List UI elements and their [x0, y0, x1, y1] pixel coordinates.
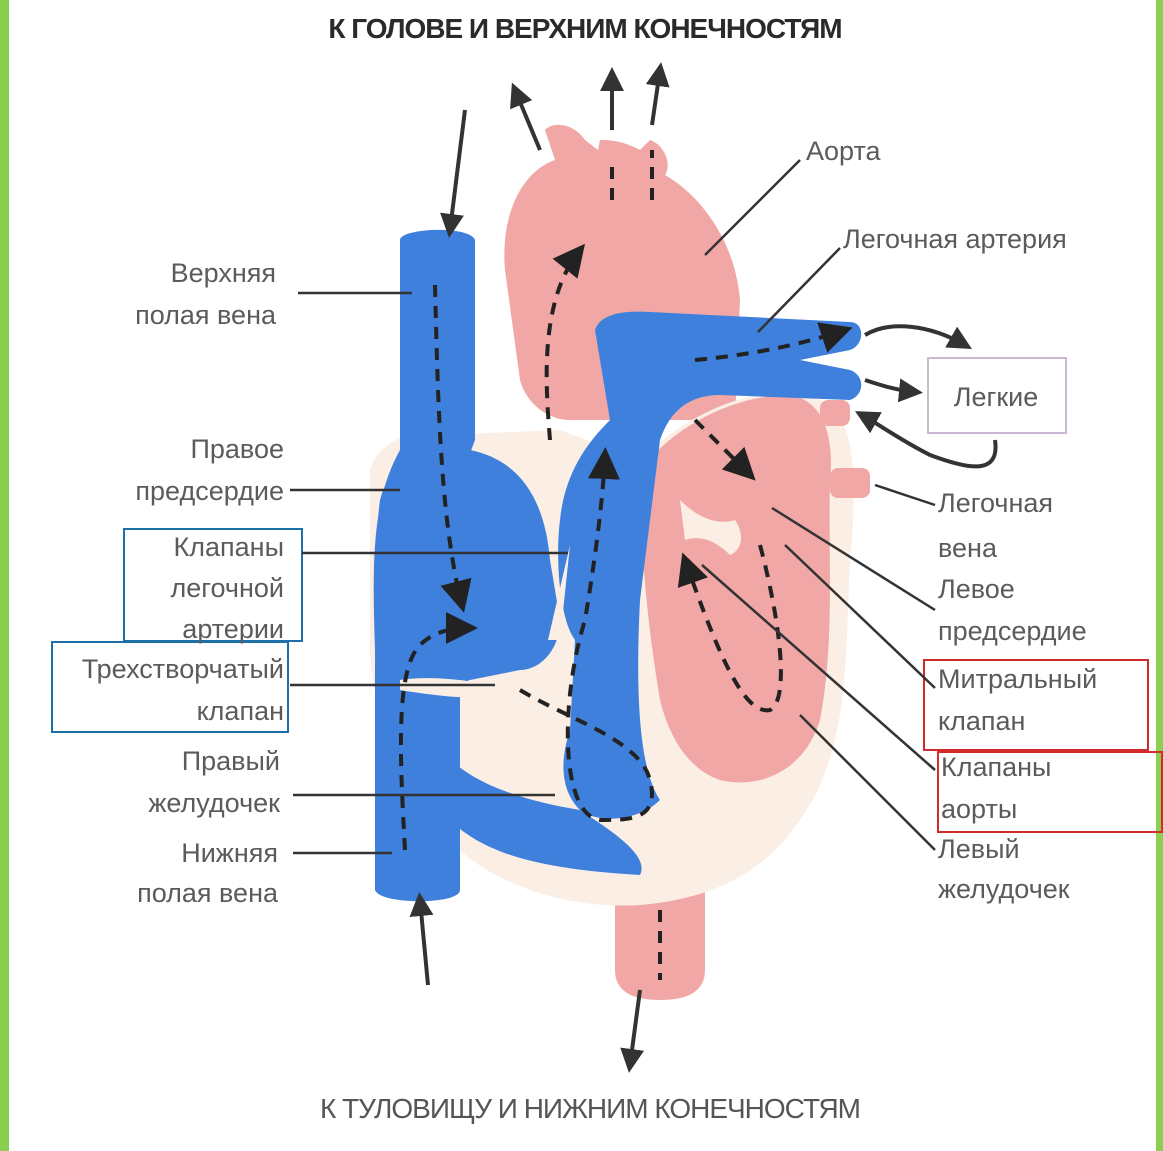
label-right-ventricle-2: желудочек — [148, 788, 280, 818]
label-right-atrium-1: Правое — [190, 434, 284, 464]
label-mitral-1: Митральный — [938, 664, 1097, 694]
label-mitral-2: клапан — [938, 706, 1025, 736]
leader-aorta — [705, 160, 800, 255]
label-aortic-valves-2: аорты — [941, 794, 1017, 824]
label-left-ventricle-2: желудочек — [938, 874, 1070, 904]
label-pulmonary-artery: Легочная артерия — [843, 224, 1067, 254]
label-aorta: Аорта — [806, 136, 882, 166]
label-pulmonary-vein-1: Легочная — [938, 488, 1053, 518]
label-left-atrium-2: предсердие — [938, 616, 1087, 646]
arrow-into-svc — [450, 110, 465, 230]
arrow-out-desc-aorta — [630, 990, 640, 1065]
pulmonary-vein-stub-upper — [820, 400, 850, 426]
label-right-ventricle-1: Правый — [182, 746, 280, 776]
leader-pulmonary-artery — [758, 248, 840, 332]
label-ivc-2: полая вена — [137, 878, 279, 908]
label-left-atrium-1: Левое — [938, 574, 1015, 604]
label-svc-2: полая вена — [135, 300, 277, 330]
label-tricuspid-1: Трехстворчатый — [82, 654, 284, 684]
label-left-ventricle-1: Левый — [938, 834, 1020, 864]
label-pulm-valves-2: легочной — [170, 573, 284, 603]
arrow-into-ivc — [420, 900, 428, 985]
label-pulm-valves-1: Клапаны — [174, 532, 284, 562]
top-title: К ГОЛОВЕ И ВЕРХНИМ КОНЕЧНОСТЯМ — [328, 13, 841, 44]
label-aortic-valves-1: Клапаны — [941, 752, 1051, 782]
arrow-to-lungs-lower — [865, 380, 915, 392]
label-ivc-1: Нижняя — [181, 838, 278, 868]
leader-pulmonary-vein — [875, 485, 935, 505]
arrow-out-left-branch — [515, 90, 540, 150]
bottom-title: К ТУЛОВИЩУ И НИЖНИМ КОНЕЧНОСТЯМ — [320, 1093, 860, 1124]
pulmonary-vein-stub-lower — [830, 468, 870, 498]
lungs-label: Легкие — [954, 382, 1039, 412]
label-svc-1: Верхняя — [171, 258, 276, 288]
left-heart-shape — [640, 395, 831, 783]
arrow-to-lungs-upper — [865, 326, 965, 345]
label-right-atrium-2: предсердие — [135, 476, 284, 506]
label-pulm-valves-3: артерии — [182, 614, 284, 644]
label-pulmonary-vein-2: вена — [938, 533, 998, 563]
arrow-out-right-branch — [652, 70, 660, 125]
descending-aorta-shape — [615, 890, 705, 1000]
label-tricuspid-2: клапан — [197, 696, 284, 726]
